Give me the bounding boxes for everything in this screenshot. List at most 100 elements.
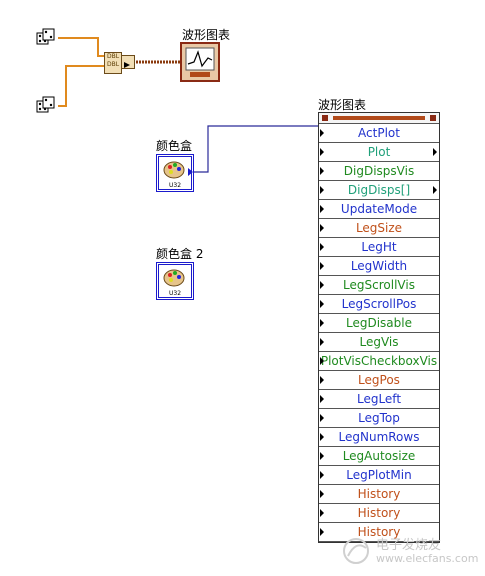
color-box-2-terminal[interactable]: U32	[156, 262, 194, 300]
random-number-dice-icon-2[interactable]	[36, 96, 56, 116]
property-row-label: LegPlotMin	[346, 468, 412, 482]
bundle-output-terminal[interactable]	[121, 55, 135, 69]
input-terminal-arrow-icon	[320, 471, 324, 479]
random-number-dice-icon-1[interactable]	[36, 28, 56, 48]
reference-in-icon	[322, 115, 328, 121]
wire-colorbox-to-node	[188, 125, 318, 173]
property-row-label: LegVis	[359, 335, 399, 349]
property-row[interactable]: LegNumRows	[319, 428, 439, 447]
input-terminal-arrow-icon	[320, 186, 324, 194]
property-row-label: LegTop	[358, 411, 400, 425]
property-row-label: LegAutosize	[342, 449, 416, 463]
input-terminal-arrow-icon	[320, 300, 324, 308]
input-terminal-arrow-icon	[320, 148, 324, 156]
property-row[interactable]: LegScrollVis	[319, 276, 439, 295]
property-row[interactable]: LegWidth	[319, 257, 439, 276]
input-terminal-arrow-icon	[320, 357, 324, 365]
property-row[interactable]: DigDisps[]	[319, 181, 439, 200]
bundle-node[interactable]: DBL DBL	[104, 52, 122, 74]
waveform-chart-icon	[185, 47, 215, 77]
input-terminal-arrow-icon	[320, 509, 324, 517]
property-row[interactable]: LegVis	[319, 333, 439, 352]
expand-arrow-icon[interactable]	[433, 148, 437, 156]
property-row-label: PlotVisCheckboxVis	[320, 354, 438, 368]
property-row[interactable]: LegScrollPos	[319, 295, 439, 314]
input-terminal-arrow-icon	[320, 319, 324, 327]
input-terminal-arrow-icon	[320, 129, 324, 137]
color-box-1-output-arrow-icon	[188, 168, 193, 176]
input-terminal-arrow-icon	[320, 490, 324, 498]
expand-arrow-icon[interactable]	[433, 186, 437, 194]
input-terminal-arrow-icon	[320, 433, 324, 441]
property-row[interactable]: UpdateMode	[319, 200, 439, 219]
property-row-label: ActPlot	[358, 126, 400, 140]
color-box-2-label: 颜色盒 2	[156, 247, 204, 261]
property-row[interactable]: LegDisable	[319, 314, 439, 333]
input-terminal-arrow-icon	[320, 414, 324, 422]
svg-text:U32: U32	[169, 182, 181, 189]
input-terminal-arrow-icon	[320, 243, 324, 251]
property-row-label: History	[357, 525, 401, 539]
property-node-label: 波形图表	[318, 98, 367, 112]
property-row[interactable]: LegTop	[319, 409, 439, 428]
arrow-right-icon	[124, 62, 130, 68]
property-row[interactable]: LegPos	[319, 371, 439, 390]
color-box-1-label: 颜色盒	[156, 139, 193, 153]
property-row-label: DigDisps[]	[347, 183, 411, 197]
input-terminal-arrow-icon	[320, 281, 324, 289]
input-terminal-arrow-icon	[320, 338, 324, 346]
color-palette-icon: U32	[163, 161, 185, 189]
bundle-input-2: DBL	[106, 61, 120, 68]
property-row[interactable]: History	[319, 485, 439, 504]
waveform-chart-label: 波形图表	[182, 28, 231, 42]
input-terminal-arrow-icon	[320, 452, 324, 460]
property-row[interactable]: PlotVisCheckboxVis	[319, 352, 439, 371]
reference-out-icon	[430, 115, 436, 121]
property-row-label: LegWidth	[350, 259, 408, 273]
property-row[interactable]: DigDispsVis	[319, 162, 439, 181]
watermark-url: www.elecfans.com	[376, 552, 479, 565]
property-node-header[interactable]	[319, 113, 439, 124]
property-row-label: LegLeft	[356, 392, 402, 406]
property-row[interactable]: History	[319, 523, 439, 542]
property-row-label: Plot	[367, 145, 391, 159]
property-row-label: LegScrollPos	[341, 297, 417, 311]
property-row-label: LegDisable	[346, 316, 412, 330]
input-terminal-arrow-icon	[320, 376, 324, 384]
waveform-chart-terminal[interactable]	[180, 42, 220, 82]
property-row[interactable]: ActPlot	[319, 124, 439, 143]
property-row-label: LegHt	[361, 240, 397, 254]
color-palette-icon: U32	[163, 269, 185, 297]
input-terminal-arrow-icon	[320, 224, 324, 232]
property-row[interactable]: LegPlotMin	[319, 466, 439, 485]
property-row[interactable]: History	[319, 504, 439, 523]
property-row-label: LegPos	[358, 373, 400, 387]
input-terminal-arrow-icon	[320, 262, 324, 270]
color-box-1-terminal[interactable]: U32	[156, 154, 194, 192]
svg-text:U32: U32	[169, 290, 181, 297]
watermark-logo-icon	[343, 538, 369, 564]
property-row[interactable]: LegSize	[319, 219, 439, 238]
property-row[interactable]: Plot	[319, 143, 439, 162]
property-row-label: DigDispsVis	[343, 164, 415, 178]
property-row-label: History	[357, 506, 401, 520]
property-row-label: LegSize	[355, 221, 403, 235]
wire-dice1-to-bundle	[58, 37, 104, 57]
property-row[interactable]: LegHt	[319, 238, 439, 257]
input-terminal-arrow-icon	[320, 528, 324, 536]
property-row-label: LegNumRows	[338, 430, 420, 444]
input-terminal-arrow-icon	[320, 395, 324, 403]
property-row[interactable]: LegAutosize	[319, 447, 439, 466]
input-terminal-arrow-icon	[320, 167, 324, 175]
property-row-label: LegScrollVis	[343, 278, 415, 292]
bundle-input-1: DBL	[106, 53, 120, 60]
watermark-text: 电子发烧友	[376, 538, 442, 553]
property-row-label: History	[357, 487, 401, 501]
property-row-label: UpdateMode	[340, 202, 418, 216]
wire-dice2-to-bundle	[58, 65, 104, 107]
property-row[interactable]: LegLeft	[319, 390, 439, 409]
property-node-class-bar	[333, 116, 425, 120]
